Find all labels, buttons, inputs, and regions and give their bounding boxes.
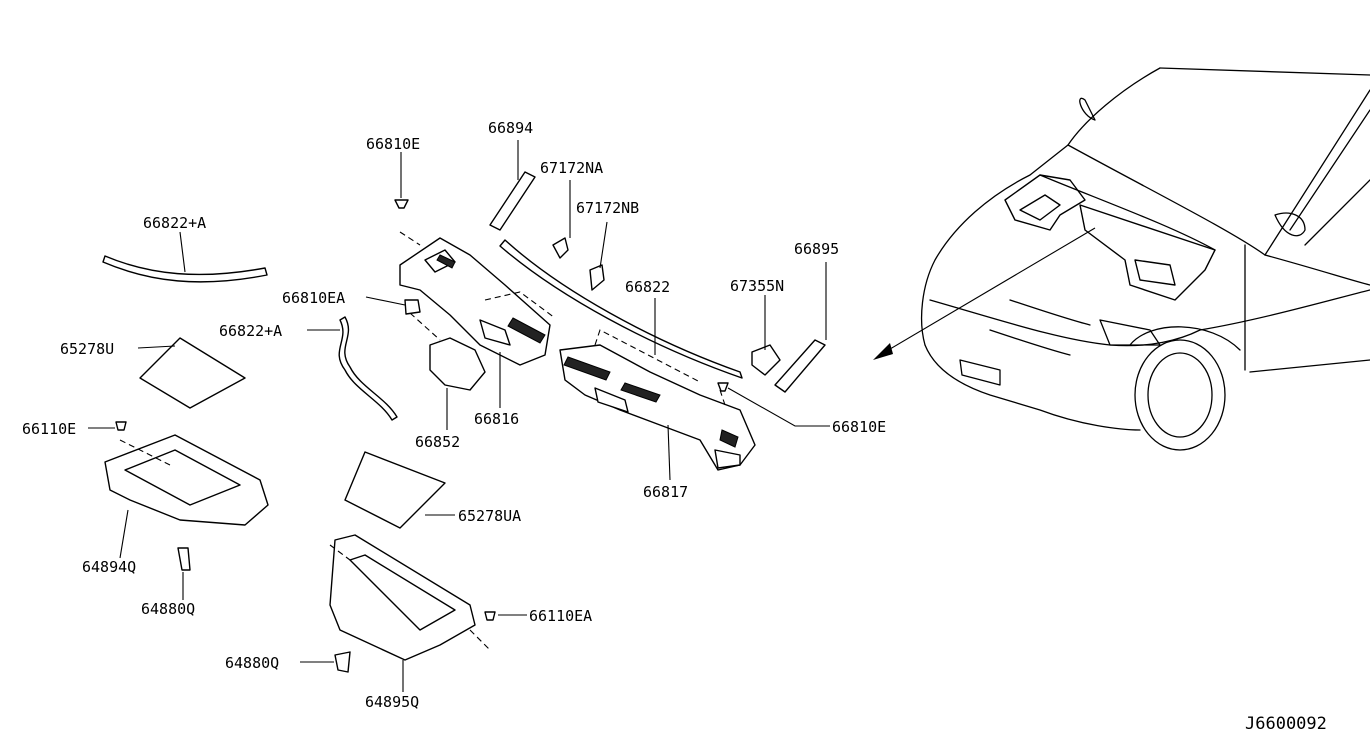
cowl-dashed-guides	[399, 231, 726, 406]
label-66817: 66817	[643, 483, 688, 501]
label-64880q-top: 64880Q	[141, 600, 195, 618]
label-66822: 66822	[625, 278, 670, 296]
small-hardware	[115, 171, 826, 621]
leader-lines	[88, 140, 830, 692]
vehicle-illustration	[873, 67, 1370, 451]
label-66110ea: 66110EA	[529, 607, 592, 625]
cowl-top-left	[399, 237, 551, 366]
label-65278u: 65278U	[60, 340, 114, 358]
label-66810e-right: 66810E	[832, 418, 886, 436]
label-64895q: 64895Q	[365, 693, 419, 711]
panel-65278u	[139, 337, 246, 409]
label-66852: 66852	[415, 433, 460, 451]
weatherstrip-mid	[338, 316, 398, 421]
label-64880q-bottom: 64880Q	[225, 654, 279, 672]
part-labels: 66894 66810E 67172NA 67172NB 66822+A 668…	[22, 119, 1327, 734]
label-66810e-top: 66810E	[366, 135, 420, 153]
duct-64895q	[329, 534, 491, 673]
drawing-number: J6600092	[1245, 714, 1327, 734]
label-66816: 66816	[474, 410, 519, 428]
label-66822a-top: 66822+A	[143, 214, 206, 232]
panel-65278ua	[344, 451, 446, 529]
label-67355n: 67355N	[730, 277, 784, 295]
label-66110e: 66110E	[22, 420, 76, 438]
label-67172nb: 67172NB	[576, 199, 639, 217]
label-66894: 66894	[488, 119, 533, 137]
label-64894q: 64894Q	[82, 558, 136, 576]
cowl-top-right	[559, 344, 756, 471]
weatherstrip-long	[499, 239, 743, 379]
label-66822a-mid: 66822+A	[219, 322, 282, 340]
label-67172na: 67172NA	[540, 159, 603, 177]
bracket-66852	[429, 337, 486, 391]
duct-64894q	[104, 434, 269, 571]
label-66895: 66895	[794, 240, 839, 258]
weatherstrip-left	[102, 255, 268, 283]
label-66810ea: 66810EA	[282, 289, 345, 307]
label-65278ua: 65278UA	[458, 507, 521, 525]
